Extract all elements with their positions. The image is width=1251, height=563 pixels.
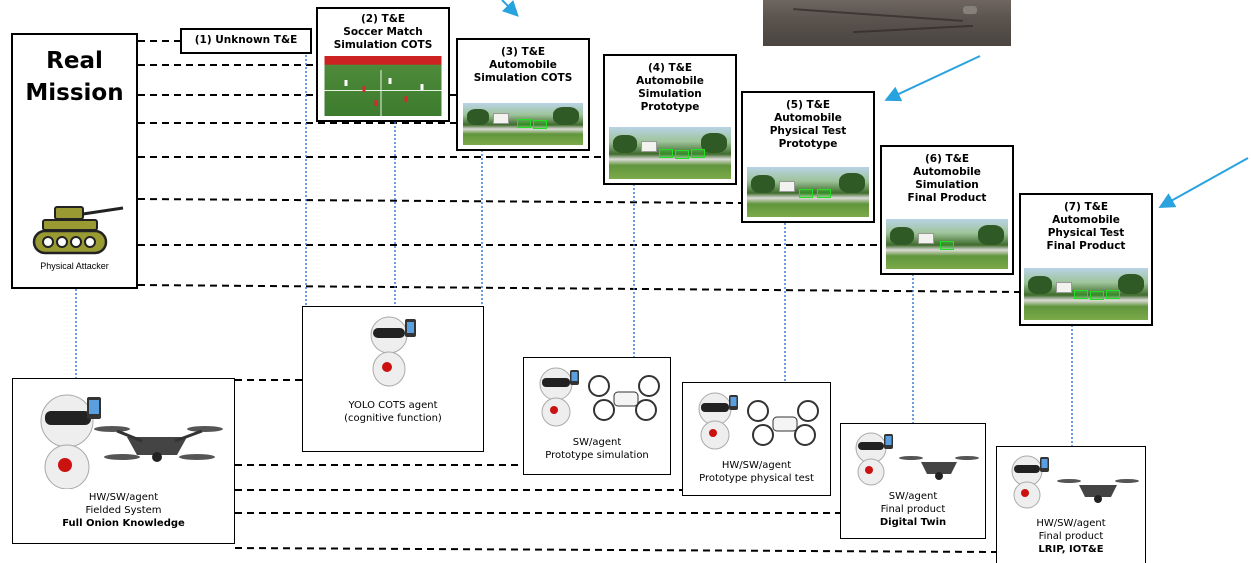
te-box-4-line4: Prototype [640, 101, 700, 113]
agent-yolo: YOLO COTS agent (cognitive function) [302, 306, 484, 452]
te-box-6: (6) T&E Automobile Simulation Final Prod… [880, 145, 1014, 275]
agent-twin-line2: Final product [880, 504, 946, 515]
te-box-7-line1: (7) T&E [1063, 201, 1109, 213]
te-box-5: (5) T&E Automobile Physical Test Prototy… [741, 91, 875, 223]
te-box-5-line1: (5) T&E [785, 99, 831, 111]
agent-twin-line1: SW/agent [888, 491, 938, 502]
te-box-2-line3: Simulation COTS [333, 39, 433, 51]
te-box-3-line1: (3) T&E [500, 46, 546, 58]
agent-proto-sim-line1: SW/agent [572, 437, 622, 448]
te-box-7-line2: Automobile [1052, 214, 1120, 226]
te-box-2-line2: Soccer Match [343, 26, 423, 38]
agent-twin-line3: Digital Twin [879, 517, 947, 528]
dashed-link-te7 [137, 284, 1022, 293]
blue-arrow-1 [501, 0, 519, 17]
agent-lrip-line3: LRIP, IOT&E [1038, 544, 1104, 555]
te-box-3-line3: Simulation COTS [473, 72, 573, 84]
agent-proto-phys-line2: Prototype physical test [699, 473, 814, 484]
robot-drone-icon [539, 367, 660, 427]
automobile-image-4 [609, 127, 731, 179]
blue-arrow-3 [1158, 157, 1249, 208]
automobile-image-5 [747, 167, 869, 217]
te-box-1: (1) Unknown T&E [180, 28, 312, 54]
agent-yolo-line1: YOLO COTS agent [348, 400, 438, 411]
robot-drone-icon [698, 392, 819, 450]
agent-proto-sim-line2: Prototype simulation [545, 450, 649, 461]
te-box-1-line1: (1) Unknown T&E [194, 34, 298, 46]
te-box-7-line4: Final Product [1046, 240, 1126, 252]
te-box-3-line2: Automobile [489, 59, 557, 71]
dashed-link-te5 [137, 198, 743, 204]
agent-lrip-line1: HW/SW/agent [1036, 518, 1106, 529]
robot-icon [370, 316, 416, 387]
agent-lrip: HW/SW/agent Final product LRIP, IOT&E [996, 446, 1146, 563]
te-box-7: (7) T&E Automobile Physical Test Final P… [1019, 193, 1153, 326]
te-box-5-line2: Automobile [774, 112, 842, 124]
agent-fielded-line3: Full Onion Knowledge [62, 518, 185, 529]
agent-digital-twin: SW/agent Final product Digital Twin [840, 423, 986, 539]
te-box-2-line1: (2) T&E [360, 13, 406, 25]
agent-yolo-line2: (cognitive function) [344, 413, 442, 424]
agent-fielded-line2: Fielded System [85, 505, 162, 516]
robot-drone-icon [40, 394, 223, 489]
agent-fielded-system: HW/SW/agent Fielded System Full Onion Kn… [12, 378, 235, 544]
agent-lrip-line2: Final product [1038, 531, 1104, 542]
te-box-2: (2) T&E Soccer Match Simulation COTS [316, 7, 450, 122]
agent-prototype-physical: HW/SW/agent Prototype physical test [682, 382, 831, 496]
agent-prototype-simulation: SW/agent Prototype simulation [523, 357, 671, 475]
te-box-4-line1: (4) T&E [647, 62, 693, 74]
te-box-4-line3: Simulation [638, 88, 702, 100]
te-box-5-line3: Physical Test [769, 125, 847, 137]
blue-arrow-2 [884, 55, 981, 102]
automobile-image-6 [886, 219, 1008, 269]
te-box-3: (3) T&E Automobile Simulation COTS [456, 38, 590, 151]
agent-fielded-line1: HW/SW/agent [88, 492, 159, 503]
te-box-6-line3: Simulation [915, 179, 979, 191]
physical-attacker-label: Physical Attacker [40, 261, 109, 271]
te-box-6-line1: (6) T&E [924, 153, 970, 165]
automobile-image-7 [1024, 268, 1148, 320]
te-box-6-line2: Automobile [913, 166, 981, 178]
real-mission-title-1: Real [46, 48, 103, 74]
real-mission-box: Real Mission Physical Attacker [11, 33, 138, 289]
te-box-4: (4) T&E Automobile Simulation Prototype [603, 54, 737, 185]
automobile-image-3 [463, 103, 583, 145]
dashed-link-agent6 [234, 547, 997, 553]
te-box-7-line3: Physical Test [1047, 227, 1125, 239]
te-box-5-line4: Prototype [778, 138, 838, 150]
robot-drone-icon [855, 432, 979, 486]
soccer-image [324, 56, 442, 116]
road-photo [763, 0, 1011, 46]
agent-proto-phys-line1: HW/SW/agent [721, 460, 792, 471]
te-box-4-line2: Automobile [636, 75, 704, 87]
te-box-6-line4: Final Product [907, 192, 987, 204]
tank-icon [32, 206, 124, 255]
real-mission-title-2: Mission [25, 80, 124, 106]
robot-drone-icon [1011, 455, 1139, 509]
